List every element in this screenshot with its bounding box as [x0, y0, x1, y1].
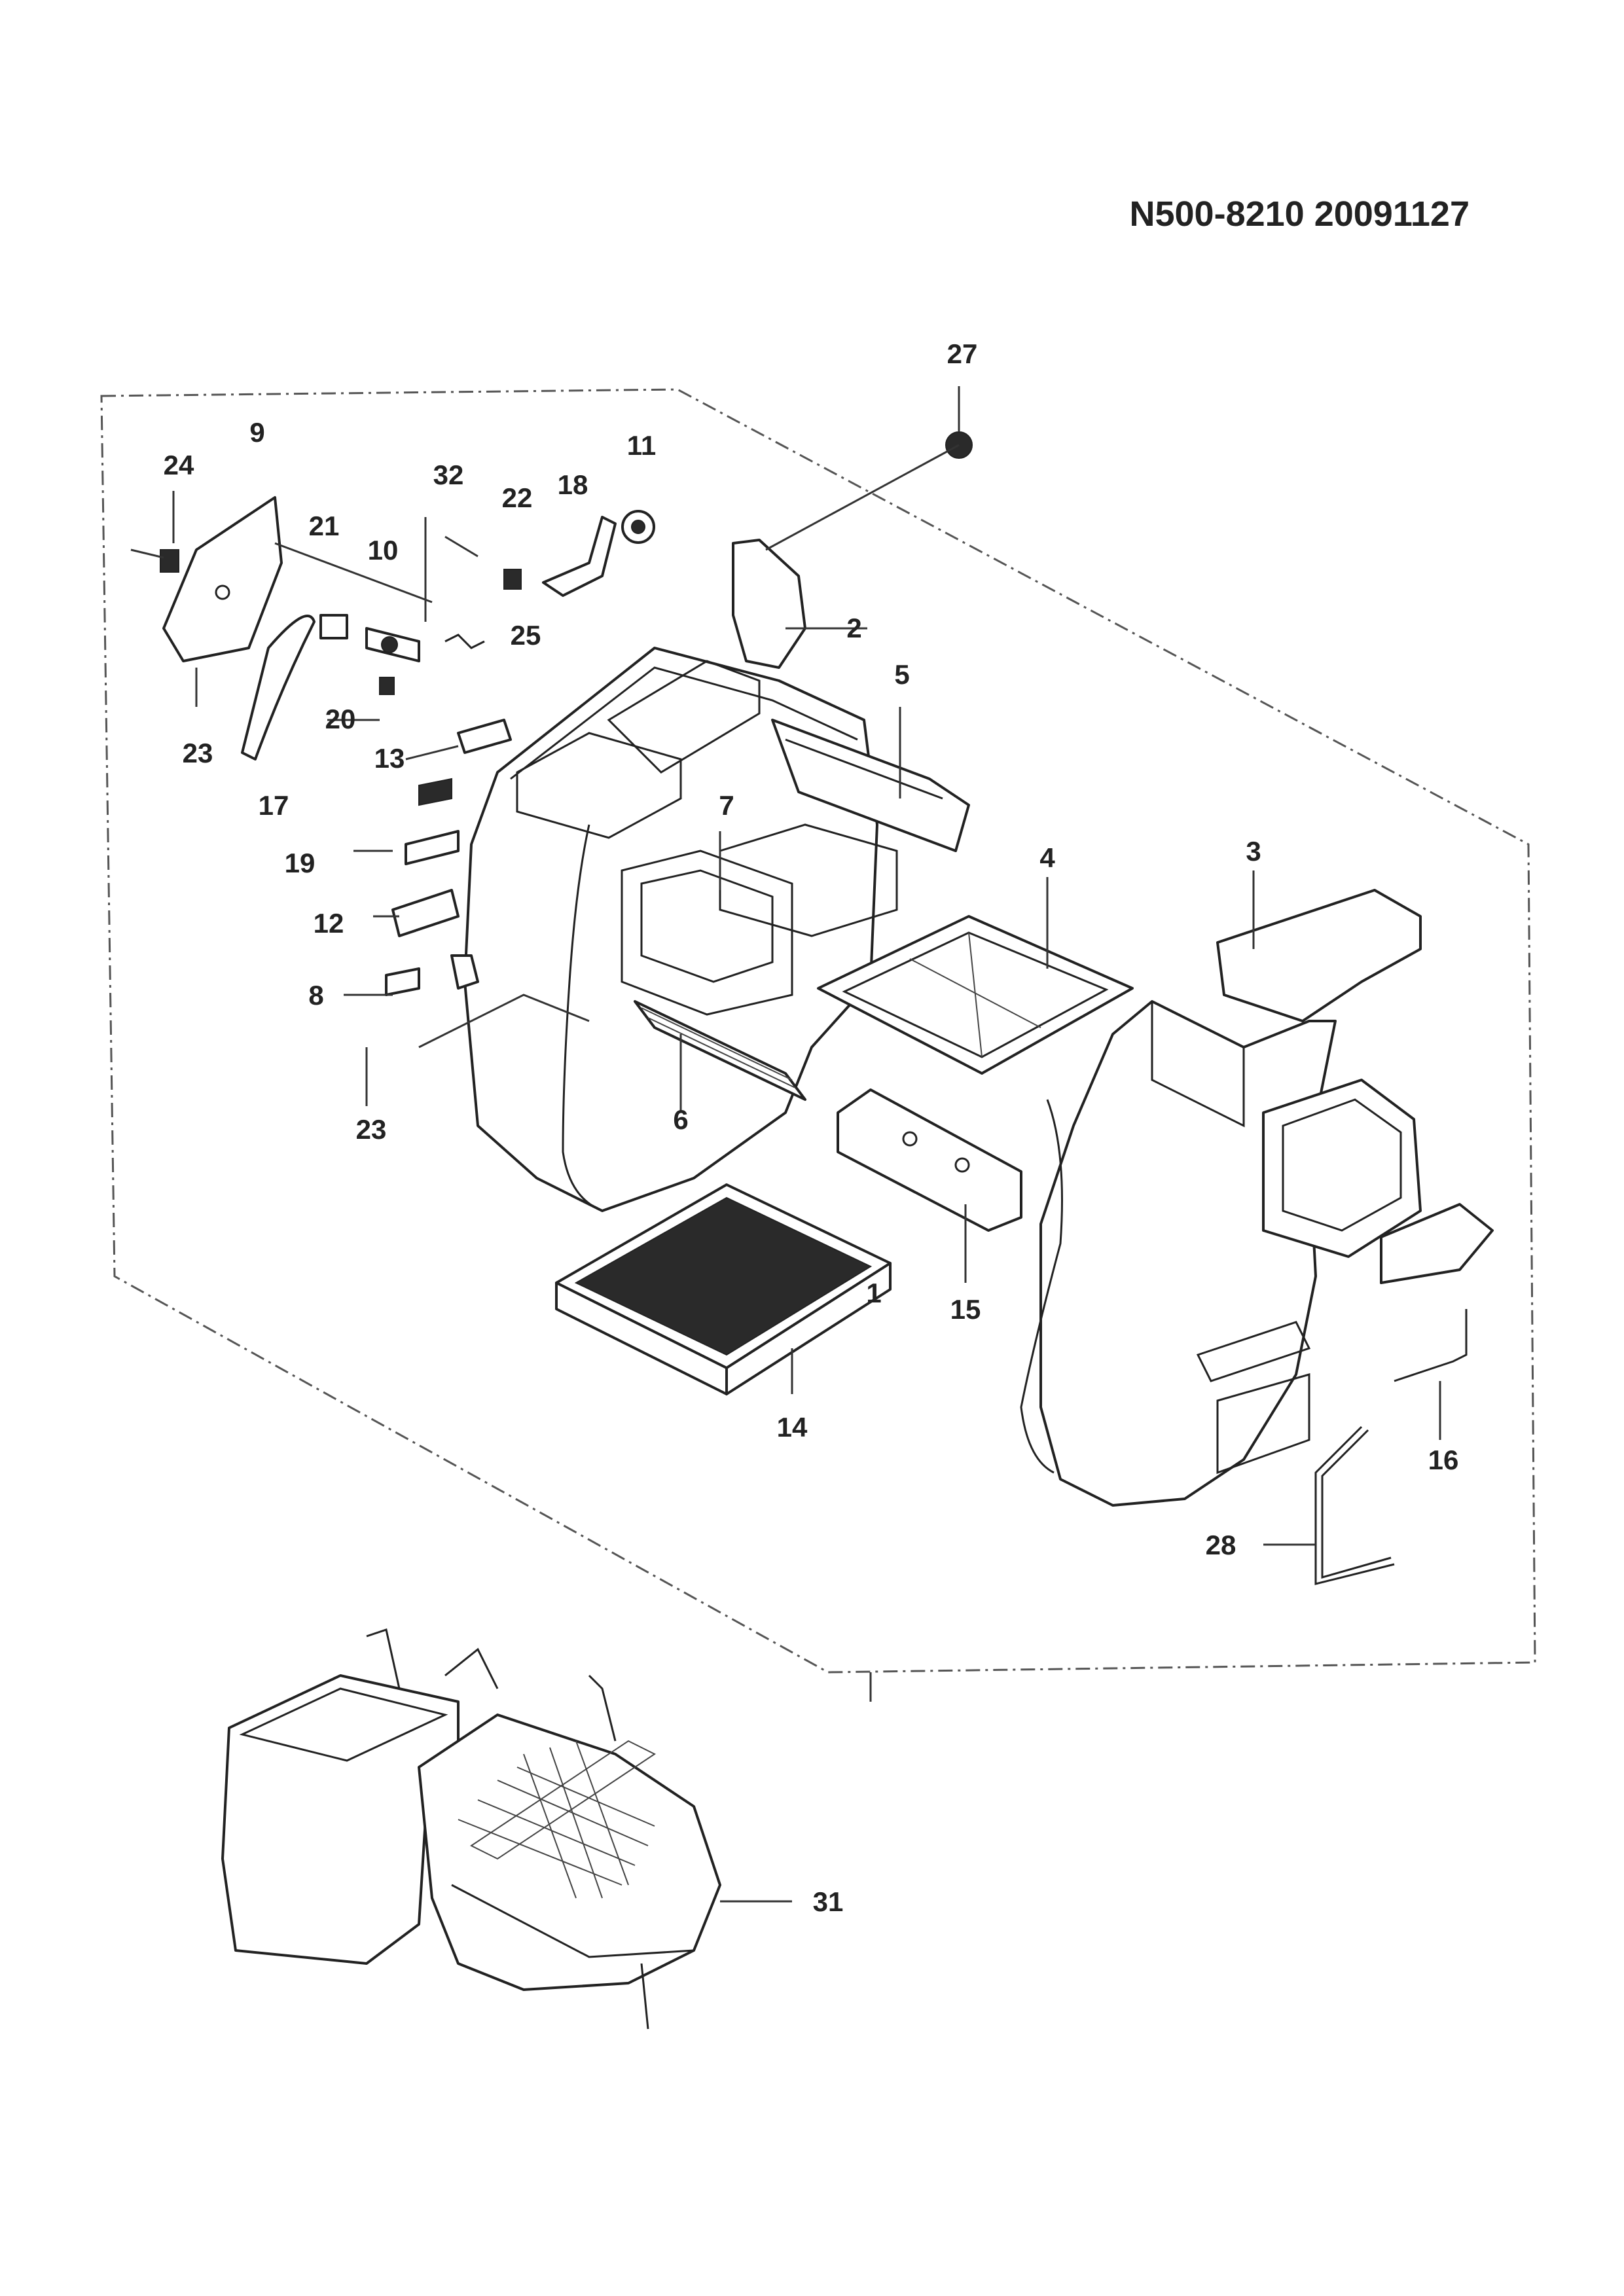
callout-1: 1 [866, 1278, 881, 1308]
callout-7: 7 [719, 790, 734, 821]
callout-31: 31 [813, 1886, 844, 1917]
callout-3: 3 [1246, 836, 1261, 867]
document-code: N500-8210 20091127 [1130, 194, 1470, 234]
callout-19: 19 [285, 848, 316, 878]
callout-32: 32 [433, 459, 464, 490]
callout-4: 4 [1039, 842, 1055, 873]
callout-23-upper: 23 [183, 738, 213, 768]
callout-6: 6 [673, 1104, 688, 1135]
callout-10: 10 [368, 535, 399, 565]
callout-20: 20 [325, 704, 356, 734]
callout-18: 18 [558, 469, 588, 500]
callout-23-lower: 23 [356, 1114, 387, 1145]
callout-5: 5 [894, 659, 909, 690]
callout-labels: 1 2 3 4 5 6 7 8 9 10 11 12 13 14 15 16 1… [164, 338, 1459, 1917]
callout-21: 21 [309, 511, 340, 541]
callout-8: 8 [308, 980, 323, 1011]
callout-22: 22 [502, 482, 533, 513]
callout-17: 17 [259, 790, 289, 821]
complete-assembly [221, 1628, 792, 2030]
callout-9: 9 [249, 417, 264, 448]
callout-28: 28 [1206, 1530, 1236, 1560]
callout-14: 14 [777, 1412, 808, 1443]
callout-15: 15 [950, 1294, 981, 1325]
callout-11: 11 [627, 430, 656, 461]
callout-13: 13 [374, 743, 405, 774]
callout-27: 27 [947, 338, 978, 369]
callout-25: 25 [511, 620, 541, 651]
callout-24: 24 [164, 450, 194, 480]
callout-16: 16 [1428, 1444, 1459, 1475]
assembly-boundary [100, 388, 1536, 1674]
callout-12: 12 [314, 908, 344, 939]
callout-2: 2 [846, 613, 861, 643]
exploded-assembly [130, 386, 1494, 1702]
